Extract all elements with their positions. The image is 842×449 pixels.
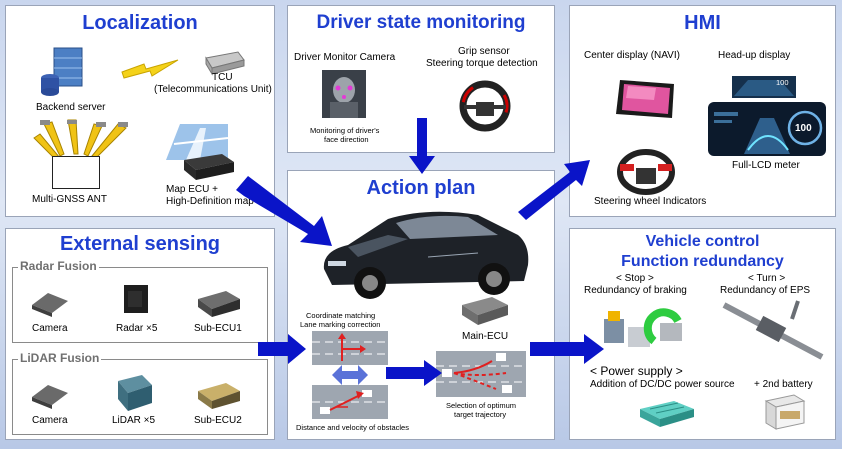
dsm-monitor-note-2: face direction: [324, 135, 369, 144]
lcd-meter-label: Full-LCD meter: [732, 160, 800, 171]
radar-fusion-label: Radar Fusion: [18, 259, 99, 273]
gnss-label: Multi-GNSS ANT: [32, 194, 108, 205]
sub-ecu2-label: Sub-ECU2: [194, 415, 242, 426]
dsm-title: Driver state monitoring: [316, 12, 526, 33]
localization-panel: Localization Backend server TCU (Telecom…: [5, 5, 275, 217]
localization-title: Localization: [82, 12, 198, 34]
lidar-fusion-group: [12, 359, 268, 435]
dcdc-label: Addition of DC/DC power source: [590, 379, 735, 390]
center-display-icon: [616, 80, 674, 118]
automated-car-icon: [323, 211, 529, 299]
grip-steering-wheel-icon: [459, 80, 511, 132]
front-camera-icon: [32, 293, 68, 317]
brake-unit-icon: [604, 308, 682, 347]
steering-wheel-indicator-icon: [617, 149, 675, 195]
sub-ecu2-icon: [198, 383, 240, 409]
action-plan-panel: Action plan Main-ECU Coordinate matching…: [287, 170, 555, 440]
hd-map-label: High-Definition map: [166, 196, 254, 207]
external-to-action-arrow: [258, 334, 306, 364]
turn-label: < Turn >: [748, 273, 786, 284]
meter-speed: 100: [795, 123, 812, 134]
coordinate-to-selection-arrow: [386, 360, 442, 386]
radar-unit-icon: [124, 285, 148, 313]
main-ecu-label: Main-ECU: [462, 331, 509, 342]
external-sensing-panel: External sensing Radar Fusion Camera Rad…: [5, 228, 275, 440]
tcu-label: TCU: [212, 72, 233, 83]
localization-to-action-arrow: [236, 176, 332, 246]
hd-map-icon: [166, 124, 229, 160]
gnss-antenna-box-icon: [52, 156, 100, 189]
fusion-double-arrow-icon: [332, 365, 368, 385]
function-redundancy-title: Function redundancy: [621, 253, 784, 270]
dsm-monitor-note-1: Monitoring of driver's: [310, 126, 380, 135]
hud-speed: 100: [776, 78, 789, 87]
backend-server-label: Backend server: [36, 102, 106, 113]
map-ecu-icon: [184, 154, 234, 180]
dsm-to-action-arrow: [409, 118, 435, 174]
hud-display-icon: [732, 76, 796, 98]
lane-correction-diagram: [312, 331, 388, 365]
trajectory-selection-diagram: [436, 351, 526, 397]
lidar-camera-label: Camera: [32, 415, 68, 426]
vehicle-control-panel: Vehicle control Function redundancy < St…: [569, 228, 836, 440]
dsm-grip-label: Grip sensor: [458, 46, 510, 57]
radar-camera-label: Camera: [32, 323, 68, 334]
selection-label-1: Selection of optimum: [446, 401, 517, 410]
main-ecu-icon: [462, 297, 508, 325]
external-sensing-title: External sensing: [59, 233, 221, 255]
lidar-label: LiDAR ×5: [112, 415, 156, 426]
tcu-icon: [205, 51, 245, 76]
wheel-indicators-label: Steering wheel Indicators: [594, 196, 707, 207]
lidar-camera-icon: [32, 385, 68, 409]
obstacle-distance-diagram: [312, 385, 388, 419]
backend-server-icon: [41, 47, 83, 96]
coord-label-1: Coordinate matching: [306, 311, 376, 320]
stop-label: < Stop >: [616, 273, 654, 284]
center-display-label: Center display (NAVI): [584, 50, 680, 61]
radar-label: Radar ×5: [116, 323, 158, 334]
braking-label: Redundancy of braking: [584, 285, 687, 296]
action-plan-title: Action plan: [366, 177, 476, 199]
battery-label: + 2nd battery: [754, 379, 813, 390]
radar-fusion-group: [12, 267, 268, 343]
action-to-hmi-arrow: [518, 160, 590, 220]
power-supply-label: < Power supply >: [590, 364, 683, 378]
map-ecu-label: Map ECU +: [166, 184, 218, 195]
lidar-fusion-label: LiDAR Fusion: [18, 351, 102, 365]
dsm-steering-torque-label: Steering torque detection: [426, 58, 538, 69]
tcu-full-label: (Telecommunications Unit): [154, 84, 272, 95]
vehicle-control-title: Vehicle control: [645, 233, 760, 250]
action-to-vehicle-arrow: [530, 334, 604, 364]
sub-ecu1-icon: [198, 291, 240, 317]
hud-label: Head-up display: [718, 50, 791, 61]
hmi-panel: HMI Center display (NAVI) Head-up displa…: [569, 5, 836, 217]
lcd-meter-icon: [708, 102, 826, 156]
sub-ecu1-label: Sub-ECU1: [194, 323, 242, 334]
second-battery-icon: [764, 394, 806, 430]
dsm-camera-label: Driver Monitor Camera: [294, 52, 396, 63]
eps-label: Redundancy of EPS: [720, 285, 811, 296]
eps-rack-icon: [722, 300, 824, 360]
dcdc-converter-icon: [640, 401, 694, 427]
lidar-unit-icon: [118, 375, 152, 411]
coord-label-2: Lane marking correction: [300, 320, 381, 329]
lightning-icon: [121, 59, 179, 79]
distance-label: Distance and velocity of obstacles: [296, 423, 409, 432]
hmi-title: HMI: [684, 12, 721, 34]
selection-label-2: target trajectory: [454, 410, 507, 419]
driver-face-camera-icon: [322, 70, 366, 118]
